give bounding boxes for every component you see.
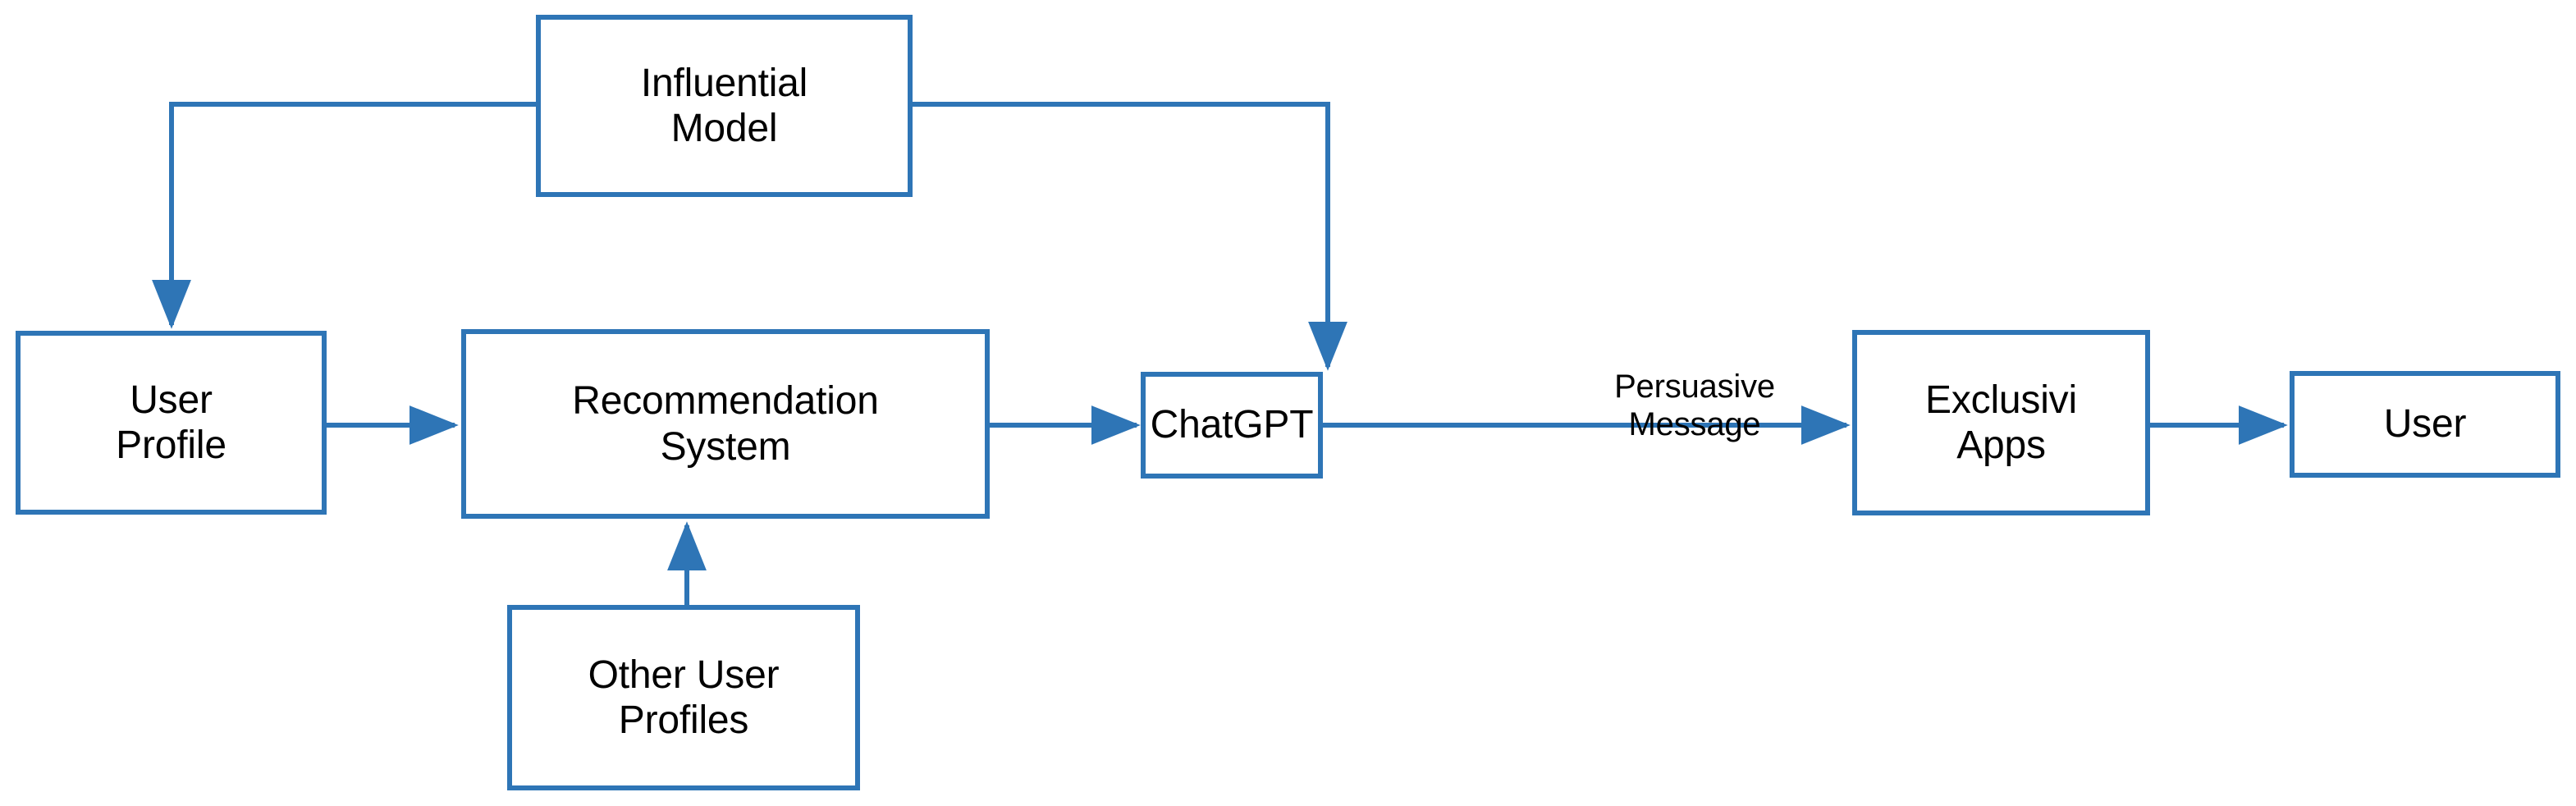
- node-user-profile[interactable]: User Profile: [16, 331, 327, 515]
- node-user[interactable]: User: [2290, 371, 2560, 478]
- edge-label-persuasive-message: Persuasive Message: [1614, 369, 1775, 442]
- node-recommendation-system[interactable]: Recommendation System: [461, 329, 990, 519]
- edge-influential-model-to-chatgpt: [913, 102, 1347, 371]
- edge-influential-model-to-user-profile: [152, 102, 536, 329]
- node-other-user-profiles[interactable]: Other User Profiles: [507, 605, 860, 790]
- node-influential-model[interactable]: Influential Model: [536, 15, 913, 197]
- node-chatgpt[interactable]: ChatGPT: [1141, 372, 1323, 479]
- node-exclusivi-apps[interactable]: Exclusivi Apps: [1852, 330, 2150, 515]
